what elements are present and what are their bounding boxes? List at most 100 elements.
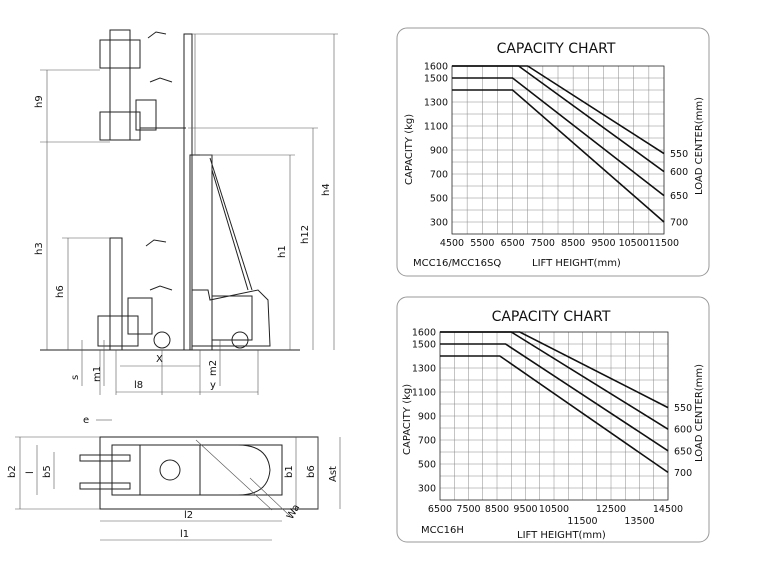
chart-2-title: CAPACITY CHART: [492, 309, 611, 325]
dim-ast: Ast: [328, 466, 339, 482]
x-tick-label: 14500: [653, 504, 683, 515]
y-tick-label: 500: [430, 194, 448, 205]
dim-l8: l8: [134, 380, 143, 391]
chart-1-legend: 550 600 650 700: [670, 149, 688, 228]
chart-2-right-label: LOAD CENTER(mm): [694, 364, 705, 462]
upper-fork-head: [99, 39, 141, 69]
chart-1-right-label: LOAD CENTER(mm): [694, 97, 705, 195]
y-tick-label: 1500: [424, 74, 448, 85]
series-line-650: [452, 77, 665, 197]
fork-top-1: [79, 454, 131, 462]
dim-b5: b5: [42, 465, 53, 478]
dim-x: X: [156, 354, 163, 365]
x-tick-label: 8500: [485, 504, 509, 515]
dim-h12: h12: [300, 225, 311, 244]
chart-2-grid: [439, 331, 669, 501]
series-line-600: [440, 331, 669, 430]
chart-2-ylabel: CAPACITY (kg): [402, 384, 413, 455]
series-line-600: [452, 65, 665, 173]
truck-body: [191, 289, 271, 347]
y-tick-label: 1100: [412, 388, 436, 399]
x-tick-label: 4500: [440, 238, 464, 249]
x-tick-label: 9500: [513, 504, 537, 515]
series-line-700: [452, 89, 665, 223]
y-tick-label: 700: [418, 436, 436, 447]
chart-2-model: MCC16H: [421, 525, 464, 536]
overhead-guard: [209, 157, 253, 291]
capacity-chart-2: CAPACITY CHART 1600150013001100900700500…: [396, 296, 710, 543]
x-tick-label: 6500: [500, 238, 524, 249]
dim-b6: b6: [306, 465, 317, 478]
series-line-650: [440, 343, 669, 452]
plot-area: [439, 331, 669, 501]
y-tick-label: 1300: [412, 364, 436, 375]
x-tick-label: 6500: [428, 504, 452, 515]
y-tick-label: 300: [418, 484, 436, 495]
truck-nose: [237, 444, 271, 496]
y-tick-label: 1600: [424, 62, 448, 73]
x-tick-label: 7500: [456, 504, 480, 515]
series-label-600: 600: [674, 425, 692, 436]
truck-top-outline: [111, 444, 283, 496]
series-label-550: 550: [670, 149, 688, 160]
series-label-650: 650: [670, 191, 688, 202]
drive-wheel: [231, 331, 249, 349]
dim-h6: h6: [55, 285, 66, 298]
x-tick-label: 13500: [624, 516, 654, 527]
chart-2-xlabel: LIFT HEIGHT(mm): [517, 530, 606, 541]
dim-m2: m2: [208, 360, 219, 376]
x-tick-label: 10500: [539, 504, 569, 515]
x-tick-label: 8500: [561, 238, 585, 249]
plot-area: [451, 65, 665, 235]
dim-h4: h4: [321, 183, 332, 196]
y-tick-label: 1300: [424, 98, 448, 109]
dim-h3: h3: [34, 242, 45, 255]
x-tick-label: 11500: [567, 516, 597, 527]
top-view-drawing: e b2 l b5 b1 b6 Ast l2 l1 Wa: [7, 415, 341, 541]
y-tick-label: 1100: [424, 122, 448, 133]
chart-1-title: CAPACITY CHART: [497, 41, 616, 57]
y-tick-label: 500: [418, 460, 436, 471]
chart-1-frame: [396, 27, 710, 277]
dim-l2: l2: [184, 510, 193, 521]
y-tick-label: 300: [430, 218, 448, 229]
dim-wa: Wa: [285, 503, 302, 522]
x-tick-label: 5500: [470, 238, 494, 249]
series-label-700: 700: [670, 218, 688, 229]
dim-l: l: [25, 471, 36, 474]
load-wheel: [153, 331, 171, 349]
chart-2-frame: [396, 296, 710, 543]
dim-s: s: [70, 375, 81, 380]
dim-l1: l1: [180, 529, 189, 540]
x-tick-label: 7500: [531, 238, 555, 249]
dim-b2: b2: [7, 465, 18, 478]
lower-mast: [109, 237, 123, 351]
lower-fork-head: [97, 315, 139, 347]
dim-e: e: [83, 415, 89, 426]
dim-y: y: [210, 380, 216, 391]
fork-top-2: [79, 482, 131, 490]
chart-2-series: [440, 331, 669, 474]
side-view-drawing: h9 h3 h6 h1 h12 h4 s m1 m2 X l8 y: [34, 29, 338, 395]
chart-1-xlabel: LIFT HEIGHT(mm): [532, 258, 621, 269]
chart-1-grid: [451, 65, 665, 235]
chart-1-model: MCC16/MCC16SQ: [413, 258, 501, 269]
dim-b1: b1: [284, 465, 295, 478]
dim-m1: m1: [92, 366, 103, 382]
x-tick-label: 10500: [619, 238, 649, 249]
chart-1-ylabel: CAPACITY (kg): [404, 114, 415, 185]
x-tick-label: 11500: [649, 238, 679, 249]
dim-h1: h1: [277, 245, 288, 258]
series-label-600: 600: [670, 167, 688, 178]
y-tick-label: 900: [418, 412, 436, 423]
inner-mast: [189, 154, 213, 351]
y-tick-label: 900: [430, 146, 448, 157]
